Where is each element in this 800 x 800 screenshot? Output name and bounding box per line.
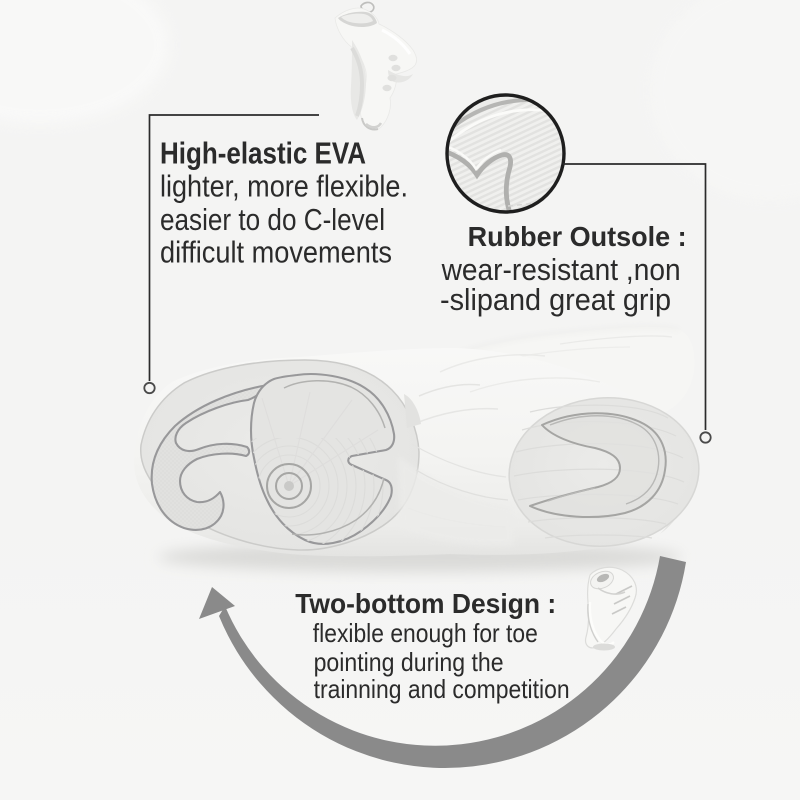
svg-text:Rubber Outsole :: Rubber Outsole :	[468, 221, 687, 252]
svg-text:pointing during the: pointing during the	[314, 647, 504, 677]
svg-text:wear-resistant ,non: wear-resistant ,non	[441, 252, 681, 287]
svg-text:-slipand great grip: -slipand great grip	[440, 282, 671, 317]
svg-text:flexible enough for toe: flexible enough for toe	[313, 618, 538, 648]
svg-text:High-elastic EVA: High-elastic EVA	[160, 136, 366, 171]
svg-text:lighter, more flexible.: lighter, more flexible.	[160, 169, 408, 204]
svg-text:Two-bottom Design :: Two-bottom Design :	[295, 588, 556, 619]
svg-text:trainning and competition: trainning and competition	[314, 674, 570, 704]
svg-text:easier to do C-level: easier to do C-level	[160, 202, 385, 237]
svg-text:difficult movements: difficult movements	[160, 235, 392, 270]
